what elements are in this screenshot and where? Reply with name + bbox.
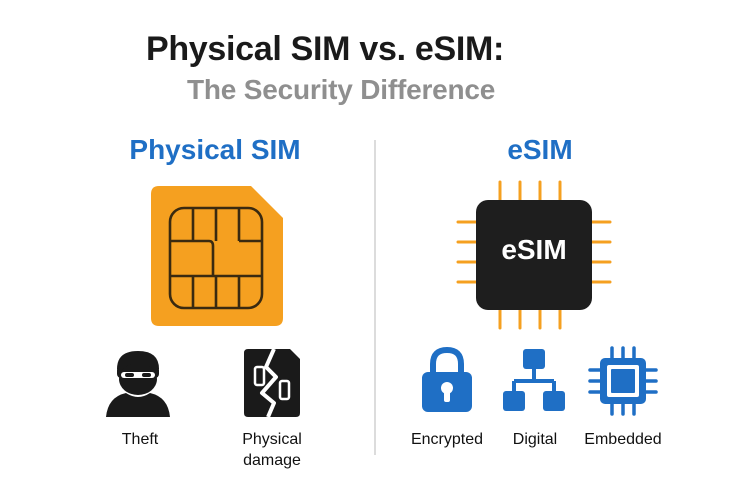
embedded-label: Embedded <box>584 431 662 448</box>
thief-icon <box>104 347 172 419</box>
page-subtitle: The Security Difference <box>187 74 496 105</box>
padlock-icon <box>420 346 474 414</box>
chip-icon <box>588 346 658 416</box>
network-icon <box>503 349 565 413</box>
physical-sim-heading: Physical SIM <box>129 134 301 165</box>
encrypted-label: Encrypted <box>410 431 484 448</box>
column-divider <box>374 140 376 455</box>
broken-card-icon <box>244 349 300 417</box>
esim-chip-label: eSIM <box>501 234 567 265</box>
sim-card-icon <box>151 186 283 326</box>
esim-heading: eSIM <box>507 134 573 165</box>
theft-label: Theft <box>121 431 159 448</box>
esim-chip-icon <box>456 180 614 332</box>
page-title: Physical SIM vs. eSIM: <box>145 30 505 68</box>
digital-label: Digital <box>512 431 558 448</box>
